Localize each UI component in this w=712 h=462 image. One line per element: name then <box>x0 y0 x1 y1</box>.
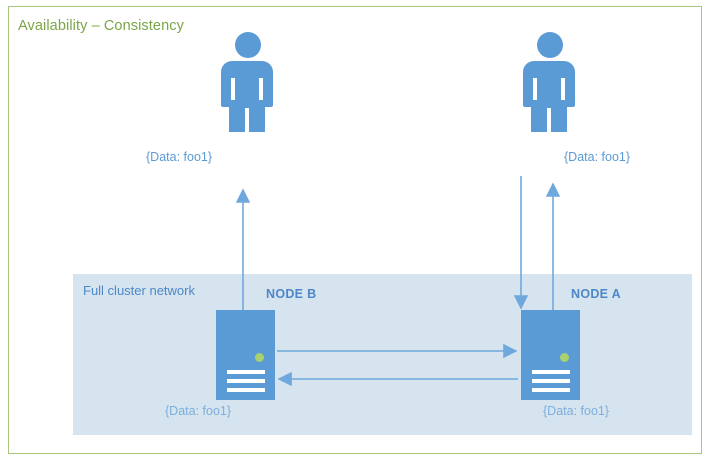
server-rack-icon <box>227 370 265 392</box>
client-left-avatar <box>219 32 275 132</box>
person-torso-icon <box>221 61 273 107</box>
client-right-avatar <box>521 32 577 132</box>
person-head-icon <box>235 32 261 58</box>
node-b-title: NODE B <box>266 287 317 301</box>
node-a-title: NODE A <box>571 287 621 301</box>
person-torso-icon <box>523 61 575 107</box>
client-left-data-label: {Data: foo1} <box>146 150 213 164</box>
node-a-data-label: {Data: foo1} <box>543 404 610 418</box>
cluster-network-label: Full cluster network <box>83 283 195 298</box>
node-a-box[interactable] <box>521 310 580 400</box>
diagram-frame <box>8 6 702 454</box>
person-leg-gap <box>547 108 551 132</box>
status-led-icon <box>255 353 264 362</box>
person-arm-gap-left <box>533 78 537 100</box>
person-arm-gap-right <box>259 78 263 100</box>
person-leg-gap <box>245 108 249 132</box>
cluster-network-band <box>73 274 692 435</box>
person-head-icon <box>537 32 563 58</box>
person-arm-gap-right <box>561 78 565 100</box>
person-arm-gap-left <box>231 78 235 100</box>
node-b-box[interactable] <box>216 310 275 400</box>
server-rack-icon <box>532 370 570 392</box>
status-led-icon <box>560 353 569 362</box>
page-title: Availability – Consistency <box>18 18 184 34</box>
client-right-data-label: {Data: foo1} <box>564 150 631 164</box>
node-b-data-label: {Data: foo1} <box>165 404 232 418</box>
